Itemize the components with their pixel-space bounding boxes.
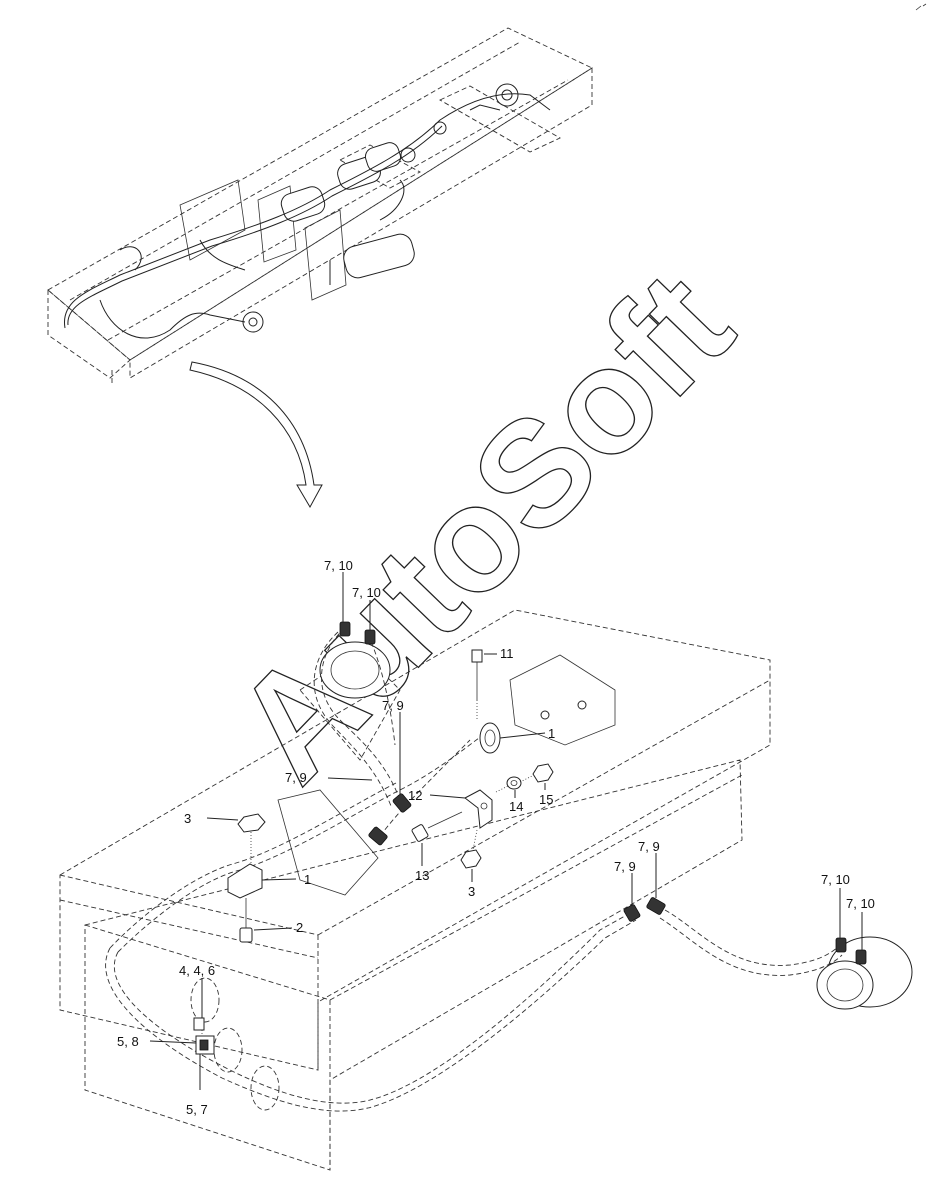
callout-label: 2 (296, 920, 303, 935)
callout-label: 3 (184, 811, 191, 826)
callout-label: 7, 10 (352, 585, 381, 600)
callout-label: 14 (509, 799, 523, 814)
callout-label: 13 (415, 868, 429, 883)
callout-label: 7, 10 (324, 558, 353, 573)
callout-label: 11 (500, 646, 514, 661)
callout-label: 5, 8 (117, 1034, 139, 1049)
callout-label: 7, 9 (285, 770, 307, 785)
callout-label: 1 (304, 872, 311, 887)
callout-label: 7, 10 (821, 872, 850, 887)
callouts: 7, 10 7, 10 11 7, 9 1 7, 9 12 3 14 15 1 … (117, 558, 875, 1117)
callout-label: 1 (548, 726, 555, 741)
callout-label: 7, 9 (614, 859, 636, 874)
watermark-text: AutoSoft (202, 240, 763, 812)
detail-assembly: 7, 10 7, 10 11 7, 9 1 7, 9 12 3 14 15 1 … (59, 558, 913, 1171)
callout-label: 7, 10 (846, 896, 875, 911)
callout-label: 5, 7 (186, 1102, 208, 1117)
callout-label: 4, 4, 6 (179, 963, 215, 978)
callout-label: 15 (539, 792, 553, 807)
callout-label: 12 (408, 788, 422, 803)
leader-lines (149, 572, 863, 1090)
chassis-overview (47, 27, 593, 385)
transition-arrow (189, 361, 323, 509)
callout-label: 7, 9 (382, 698, 404, 713)
corner-mark (915, 3, 927, 11)
callout-label: 7, 9 (638, 839, 660, 854)
callout-label: 3 (468, 884, 475, 899)
